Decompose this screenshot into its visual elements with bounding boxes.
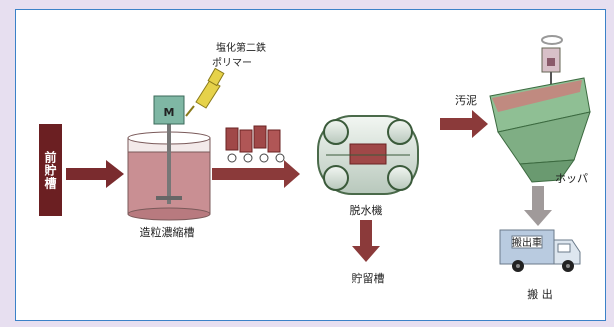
hopper — [489, 77, 591, 183]
hoist-device — [541, 35, 563, 86]
arrow-hopper-to-truck — [524, 186, 552, 226]
pre-tank-vertical-label: 前貯槽 — [39, 128, 62, 212]
diagram-frame — [15, 9, 606, 321]
chemical-label-ferric-chloride: 塩化第二鉄 — [216, 41, 266, 54]
carry-out-label: 搬 出 — [527, 287, 553, 301]
arrow-pretank-to-granulation — [66, 160, 124, 188]
dewatering-machine-label: 脱水機 — [350, 203, 383, 217]
granulation-tank — [127, 95, 211, 221]
hopper-label: ホッパ — [555, 172, 588, 185]
granulation-tank-label: 造粒濃縮槽 — [140, 225, 195, 239]
arrow-granulation-to-dewatering — [212, 160, 300, 188]
pre-tank — [39, 124, 62, 216]
arrow-dewatering-to-storage — [352, 220, 380, 262]
motor-label: M — [164, 106, 175, 119]
pre-tank-text: 前貯槽 — [43, 150, 57, 190]
dewatering-machine — [317, 115, 419, 195]
storage-tank-label: 貯留槽 — [352, 272, 385, 285]
chemical-nozzle — [185, 67, 225, 117]
truck-sign-label: 搬出車 — [512, 236, 542, 249]
truck — [499, 229, 581, 272]
arrow-dewatering-to-hopper — [440, 110, 488, 138]
sludge-pellets — [225, 125, 285, 163]
chemical-label-polymer: ポリマー — [212, 57, 252, 69]
sludge-label: 汚泥 — [455, 94, 477, 107]
